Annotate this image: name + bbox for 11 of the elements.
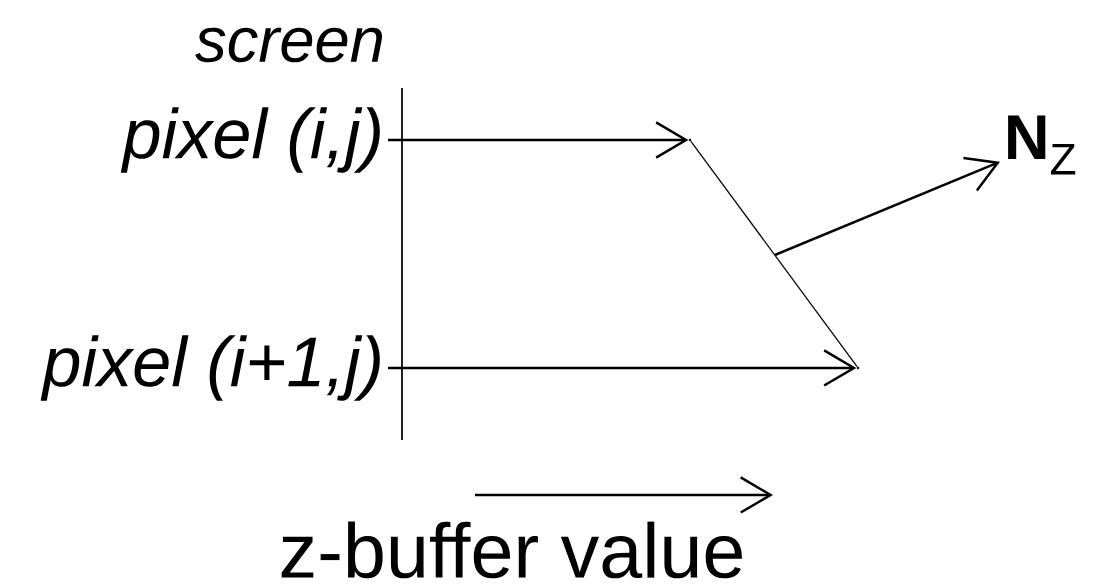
arrow xyxy=(388,349,857,387)
arrow xyxy=(774,156,1000,257)
pixel-label: pixel (i+1,j) xyxy=(40,335,380,401)
surface-corner xyxy=(856,366,860,370)
arrow xyxy=(388,121,689,159)
surface-corner xyxy=(688,138,692,142)
pixel-label: pixel (i,j) xyxy=(120,107,380,173)
axis-label: z-buffer value xyxy=(281,521,742,579)
screen-label: screen xyxy=(195,27,383,63)
surface-line xyxy=(690,140,858,368)
normal-label: N$_{Z}$ xyxy=(1008,115,1076,175)
